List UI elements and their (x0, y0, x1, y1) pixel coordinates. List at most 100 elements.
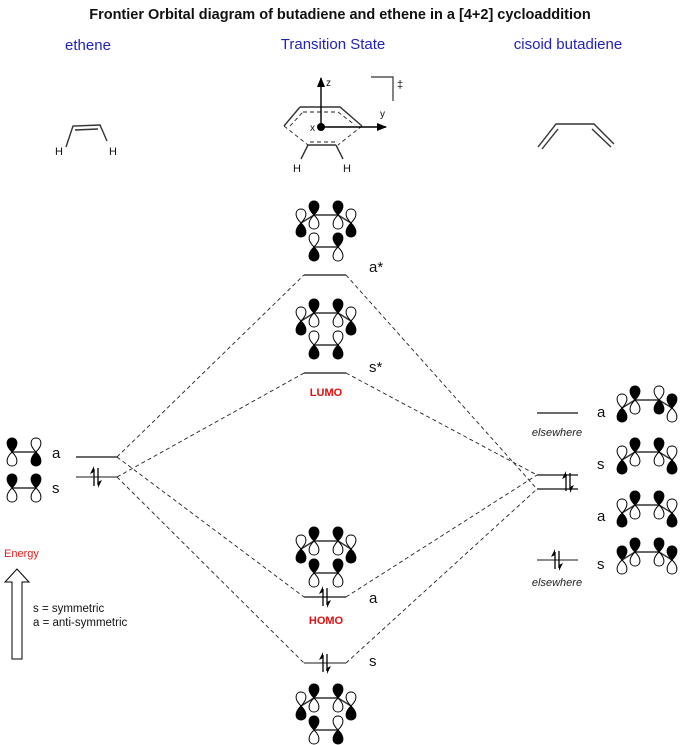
orbital-lobe-filled (345, 548, 357, 564)
y-axis-label: y (380, 109, 385, 120)
column-label-transition-state: Transition State (281, 36, 386, 53)
ts-orbital-s (295, 683, 357, 745)
orbital-lobe-open (308, 214, 320, 230)
orbital-lobe-filled (30, 473, 42, 489)
orbital-lobe-filled (308, 200, 320, 216)
orbital-lobe-filled (332, 558, 344, 574)
orbital-lobe-filled (308, 298, 320, 314)
orbital-lobe-open (666, 445, 678, 461)
energy-axis: Energy (3, 548, 39, 660)
corr-ethene-s-to-ts-s-star (116, 372, 305, 478)
electron-up-head (319, 586, 323, 594)
corr-ethene-s-to-ts-s (116, 476, 305, 664)
lumo-label: LUMO (310, 387, 343, 399)
butadiene-orbital-psi4 (616, 385, 678, 423)
homo-label: HOMO (309, 615, 344, 627)
orbital-lobe-filled (30, 451, 42, 467)
orbital-lobe-open (332, 540, 344, 556)
orbital-lobe-filled (616, 512, 628, 528)
ts-ring-solid-left (283, 106, 301, 127)
orbital-lobe-open (308, 729, 320, 745)
orbital-lobe-filled (6, 437, 18, 453)
orbital-lobe-open (629, 399, 641, 415)
butadiene-levels: elsewhere elsewhere a s a s (532, 385, 678, 589)
electron-up-head (90, 466, 94, 474)
energy-arrow-icon (3, 568, 31, 660)
butadiene-sym-s-low: s (597, 556, 605, 573)
orbital-lobe-open (653, 385, 665, 401)
orbital-lobe-open (666, 498, 678, 514)
ts-ch-bonds (300, 144, 344, 160)
orbital-lobe-open (332, 214, 344, 230)
orbital-lobe-open (629, 551, 641, 567)
orbital-bond (300, 540, 352, 550)
ethene-h-left: H (55, 146, 63, 158)
corr-ts-s-to-butadiene-a (345, 488, 538, 664)
ts-forming-bonds (283, 125, 363, 146)
ts-orbital-a (295, 526, 357, 588)
orbital-lobe-filled (308, 344, 320, 360)
orbital-lobe-filled (616, 407, 628, 423)
electron-up-head (562, 471, 566, 479)
orbital-lobe-filled (653, 537, 665, 553)
orbital-lobe-filled (629, 490, 641, 506)
orbital-lobe-filled (629, 385, 641, 401)
butadiene-double-bond-right (591, 128, 612, 148)
orbital-lobe-filled (666, 459, 678, 475)
orbital-lobe-open (345, 534, 357, 550)
orbital-lobe-open (295, 306, 307, 322)
orbital-lobe-open (653, 504, 665, 520)
ethene-skeleton (65, 124, 108, 148)
orbital-lobe-filled (629, 437, 641, 453)
orbital-bond (621, 451, 673, 461)
orbital-lobe-filled (345, 222, 357, 238)
ts-ring-dashed-top (303, 111, 356, 126)
orbital-lobe-filled (332, 298, 344, 314)
ts-orbital-a-star (295, 200, 357, 262)
butadiene-orbital-psi1 (616, 537, 678, 575)
orbital-lobe-filled (666, 512, 678, 528)
orbital-lobe-filled (332, 232, 344, 248)
orbital-lobe-filled (653, 490, 665, 506)
electron-down-head (98, 480, 102, 488)
butadiene-double-bond-left (541, 128, 559, 150)
ts-bracket (371, 76, 394, 101)
electron-pair-icon (90, 466, 102, 488)
orbital-bond (300, 312, 352, 322)
orbital-lobe-filled (345, 320, 357, 336)
orbital-bond (300, 214, 352, 224)
electron-up-head (319, 652, 323, 660)
orbital-lobe-filled (332, 526, 344, 542)
column-label-butadiene: cisoid butadiene (514, 36, 622, 53)
electron-down-head (570, 485, 574, 493)
electron-pair-icon (562, 471, 574, 493)
ethene-sym-s: s (52, 480, 60, 497)
legend-anti-symmetric: a = anti-symmetric (33, 617, 128, 629)
orbital-lobe-open (30, 437, 42, 453)
ethene-orbital-s (6, 473, 42, 503)
x-axis-dot (317, 123, 325, 131)
orbital-bond (621, 504, 673, 514)
corr-ts-a-star-to-butadiene-a (345, 274, 538, 490)
orbital-lobe-filled (629, 537, 641, 553)
orbital-lobe-open (6, 487, 18, 503)
orbital-lobe-filled (295, 705, 307, 721)
orbital-lobe-open (332, 572, 344, 588)
double-dagger: ‡ (397, 79, 403, 91)
orbital-lobe-filled (653, 399, 665, 415)
ethene-structure: H H (55, 124, 117, 158)
orbital-lobe-filled (666, 393, 678, 409)
orbital-lobe-filled (295, 548, 307, 564)
orbital-lobe-open (308, 540, 320, 556)
ethene-double-bond (74, 128, 99, 131)
orbital-lobe-open (629, 504, 641, 520)
elsewhere-note-bottom: elsewhere (532, 577, 582, 589)
butadiene-sym-a-high: a (597, 404, 606, 421)
orbital-lobe-filled (345, 705, 357, 721)
ts-sym-s-star: s* (369, 359, 383, 376)
butadiene-orbital-psi3 (616, 437, 678, 475)
orbital-lobe-filled (653, 437, 665, 453)
electron-down-head (327, 666, 331, 674)
ethene-orbital-a (6, 437, 42, 467)
